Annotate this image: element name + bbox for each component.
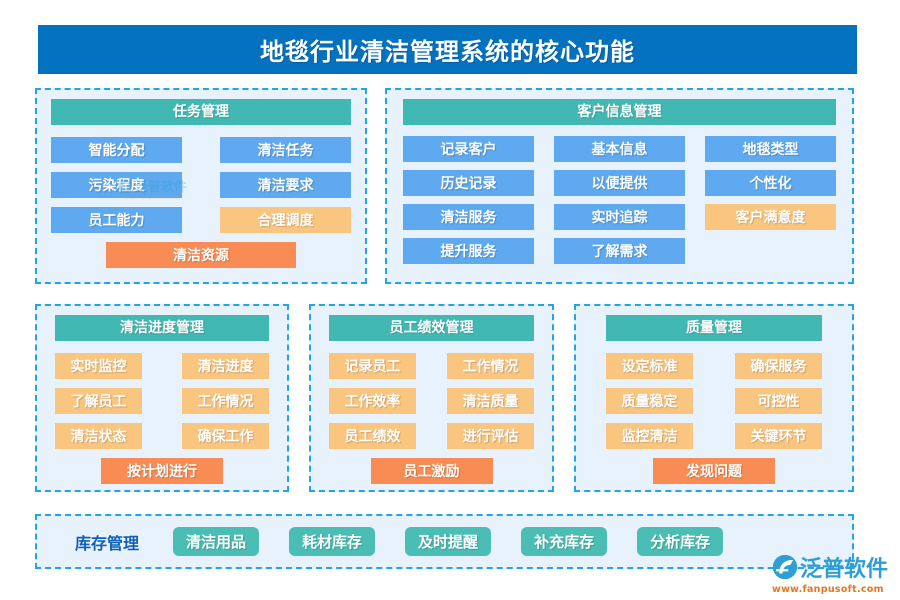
chip-quality-2-0[interactable]: 监控清洁 bbox=[606, 423, 693, 449]
chip-quality-0-1[interactable]: 确保服务 bbox=[735, 353, 822, 379]
chip-row: 清洁服务 实时追踪 客户满意度 bbox=[403, 204, 836, 230]
chip-inventory-2[interactable]: 及时提醒 bbox=[405, 527, 492, 556]
chip-progress-0-1[interactable]: 清洁进度 bbox=[182, 353, 269, 379]
chip-row-wide: 发现问题 bbox=[606, 458, 822, 484]
chip-task-1-0[interactable]: 污染程度 bbox=[51, 172, 182, 198]
logo-url-text: www.fanpusoft.com bbox=[772, 584, 884, 595]
chip-performance-1-1[interactable]: 清洁质量 bbox=[447, 388, 534, 414]
chip-inventory-1[interactable]: 耗材库存 bbox=[289, 527, 376, 556]
chip-row-wide: 员工激励 bbox=[329, 458, 534, 484]
chip-row: 提升服务 了解需求 bbox=[403, 238, 836, 264]
panel-title-progress: 清洁进度管理 bbox=[55, 315, 269, 341]
chip-row: 设定标准 确保服务 bbox=[606, 353, 822, 379]
chip-customer-1-2[interactable]: 个性化 bbox=[705, 170, 836, 196]
chip-customer-2-0[interactable]: 清洁服务 bbox=[403, 204, 534, 230]
inventory-label: 库存管理 bbox=[75, 533, 140, 553]
chip-progress-1-0[interactable]: 了解员工 bbox=[55, 388, 142, 414]
chip-progress-wide[interactable]: 按计划进行 bbox=[101, 458, 223, 484]
chip-progress-2-1[interactable]: 确保工作 bbox=[182, 423, 269, 449]
chip-progress-1-1[interactable]: 工作情况 bbox=[182, 388, 269, 414]
panel-inventory-management: 库存管理 清洁用品 耗材库存 及时提醒 补充库存 分析库存 bbox=[35, 514, 854, 569]
chip-row: 记录员工 工作情况 bbox=[329, 353, 534, 379]
chip-customer-2-1[interactable]: 实时追踪 bbox=[554, 204, 685, 230]
chip-row: 污染程度 清洁要求 bbox=[51, 172, 351, 198]
chip-progress-0-0[interactable]: 实时监控 bbox=[55, 353, 142, 379]
chip-customer-0-2[interactable]: 地毯类型 bbox=[705, 136, 836, 162]
chip-performance-1-0[interactable]: 工作效率 bbox=[329, 388, 416, 414]
chip-row: 清洁状态 确保工作 bbox=[55, 423, 269, 449]
chip-customer-0-0[interactable]: 记录客户 bbox=[403, 136, 534, 162]
chip-performance-wide[interactable]: 员工激励 bbox=[370, 458, 493, 484]
page-title: 地毯行业清洁管理系统的核心功能 bbox=[260, 38, 635, 66]
chip-performance-0-0[interactable]: 记录员工 bbox=[329, 353, 416, 379]
panel-employee-performance-management: 员工绩效管理 记录员工 工作情况 工作效率 清洁质量 员工绩效 进行评估 员工激… bbox=[309, 304, 554, 492]
chip-row: 了解员工 工作情况 bbox=[55, 388, 269, 414]
chip-customer-0-1[interactable]: 基本信息 bbox=[554, 136, 685, 162]
chip-row-wide: 按计划进行 bbox=[55, 458, 269, 484]
chip-customer-1-1[interactable]: 以便提供 bbox=[554, 170, 685, 196]
chip-task-2-0[interactable]: 员工能力 bbox=[51, 207, 182, 233]
header-banner: 地毯行业清洁管理系统的核心功能 bbox=[38, 25, 857, 74]
chip-row: 工作效率 清洁质量 bbox=[329, 388, 534, 414]
chip-performance-2-0[interactable]: 员工绩效 bbox=[329, 423, 416, 449]
chip-progress-2-0[interactable]: 清洁状态 bbox=[55, 423, 142, 449]
chip-row: 监控清洁 关键环节 bbox=[606, 423, 822, 449]
chip-row: 实时监控 清洁进度 bbox=[55, 353, 269, 379]
panel-task-management: 任务管理 智能分配 清洁任务 污染程度 清洁要求 员工能力 合理调度 清洁资源 bbox=[35, 88, 367, 284]
chip-task-2-1[interactable]: 合理调度 bbox=[220, 207, 351, 233]
chip-quality-0-0[interactable]: 设定标准 bbox=[606, 353, 693, 379]
chip-performance-2-1[interactable]: 进行评估 bbox=[447, 423, 534, 449]
chip-customer-3-1[interactable]: 了解需求 bbox=[554, 238, 685, 264]
chip-row: 质量稳定 可控性 bbox=[606, 388, 822, 414]
chip-customer-2-2[interactable]: 客户满意度 bbox=[705, 204, 836, 230]
chip-quality-1-1[interactable]: 可控性 bbox=[735, 388, 822, 414]
chip-row: 记录客户 基本信息 地毯类型 bbox=[403, 136, 836, 162]
performance-chip-grid: 记录员工 工作情况 工作效率 清洁质量 员工绩效 进行评估 员工激励 bbox=[329, 353, 534, 484]
chip-inventory-3[interactable]: 补充库存 bbox=[521, 527, 608, 556]
chip-quality-1-0[interactable]: 质量稳定 bbox=[606, 388, 693, 414]
chip-row: 智能分配 清洁任务 bbox=[51, 137, 351, 163]
chip-inventory-0[interactable]: 清洁用品 bbox=[173, 527, 260, 556]
chip-task-0-1[interactable]: 清洁任务 bbox=[220, 137, 351, 163]
chip-task-wide[interactable]: 清洁资源 bbox=[106, 242, 296, 268]
chip-task-1-1[interactable]: 清洁要求 bbox=[220, 172, 351, 198]
panel-cleaning-progress-management: 清洁进度管理 实时监控 清洁进度 了解员工 工作情况 清洁状态 确保工作 按计划… bbox=[35, 304, 289, 492]
quality-chip-grid: 设定标准 确保服务 质量稳定 可控性 监控清洁 关键环节 发现问题 bbox=[606, 353, 822, 484]
chip-task-0-0[interactable]: 智能分配 bbox=[51, 137, 182, 163]
chip-row: 员工绩效 进行评估 bbox=[329, 423, 534, 449]
chip-row: 历史记录 以便提供 个性化 bbox=[403, 170, 836, 196]
panel-title-quality: 质量管理 bbox=[606, 315, 822, 341]
customer-chip-grid: 记录客户 基本信息 地毯类型 历史记录 以便提供 个性化 清洁服务 实时追踪 客… bbox=[403, 136, 836, 264]
chip-customer-3-0[interactable]: 提升服务 bbox=[403, 238, 534, 264]
panel-title-performance: 员工绩效管理 bbox=[329, 315, 534, 341]
chip-quality-2-1[interactable]: 关键环节 bbox=[735, 423, 822, 449]
chip-row-wide: 清洁资源 bbox=[51, 242, 351, 268]
panel-quality-management: 质量管理 设定标准 确保服务 质量稳定 可控性 监控清洁 关键环节 发现问题 bbox=[574, 304, 854, 492]
chip-inventory-4[interactable]: 分析库存 bbox=[637, 527, 724, 556]
chip-customer-1-0[interactable]: 历史记录 bbox=[403, 170, 534, 196]
panel-customer-information-management: 客户信息管理 记录客户 基本信息 地毯类型 历史记录 以便提供 个性化 清洁服务… bbox=[385, 88, 854, 284]
chip-row-spacer bbox=[705, 238, 836, 264]
task-chip-grid: 智能分配 清洁任务 污染程度 清洁要求 员工能力 合理调度 清洁资源 bbox=[51, 137, 351, 268]
panel-title-customer: 客户信息管理 bbox=[403, 99, 836, 125]
chip-quality-wide[interactable]: 发现问题 bbox=[653, 458, 775, 484]
progress-chip-grid: 实时监控 清洁进度 了解员工 工作情况 清洁状态 确保工作 按计划进行 bbox=[55, 353, 269, 484]
chip-performance-0-1[interactable]: 工作情况 bbox=[447, 353, 534, 379]
chip-row: 员工能力 合理调度 bbox=[51, 207, 351, 233]
panel-title-task: 任务管理 bbox=[51, 99, 351, 125]
